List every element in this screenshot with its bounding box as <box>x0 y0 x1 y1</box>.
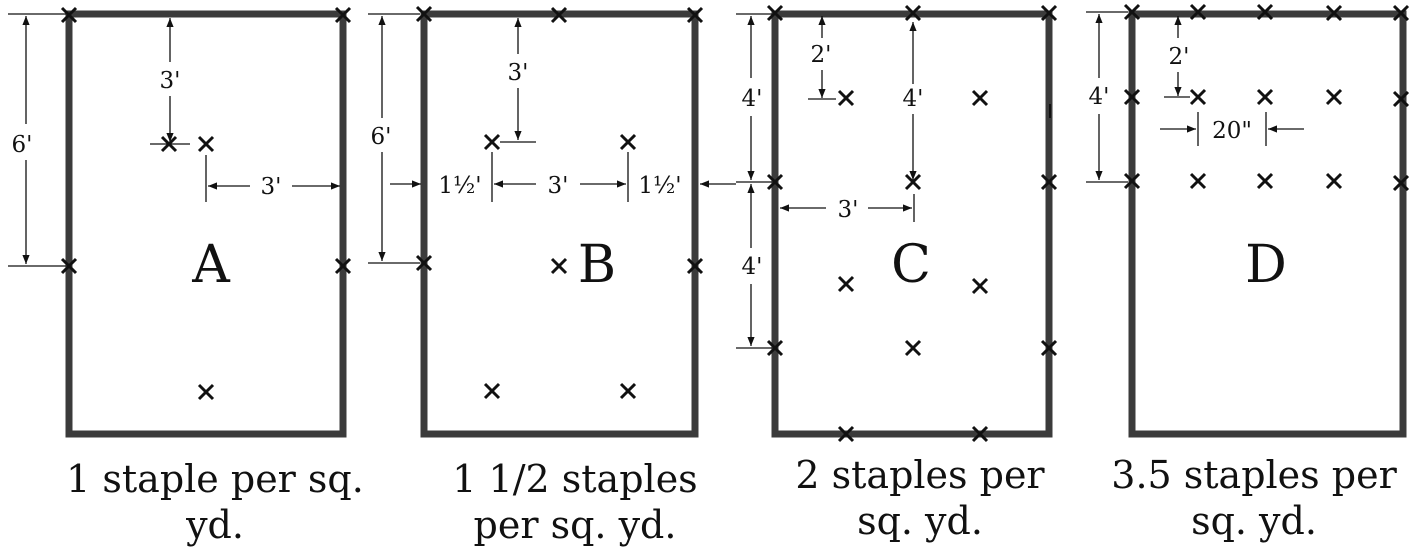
staple-mark <box>1123 172 1141 190</box>
panel-b-letter: B <box>578 235 616 295</box>
staple-mark <box>1392 90 1410 108</box>
staple-mark <box>1392 174 1410 192</box>
staple-mark <box>904 4 922 22</box>
dim-label: 3' <box>160 68 181 94</box>
staple-mark <box>1040 4 1058 22</box>
staple-mark <box>415 5 433 23</box>
caption-line: per sq. yd. <box>473 503 677 547</box>
staple-mark <box>1123 3 1141 21</box>
staple-mark <box>971 89 989 107</box>
panel-b-frame <box>420 10 699 438</box>
staple-mark <box>904 173 922 191</box>
staple-mark <box>766 339 784 357</box>
staple-mark <box>197 383 215 401</box>
staple-mark <box>1325 172 1343 190</box>
panel-c-dimensions: 4' 4' 2' 4' 3' <box>736 13 924 349</box>
dim-label: 4' <box>742 254 763 280</box>
caption-line: 2 staples per <box>795 453 1045 497</box>
dim-label: 6' <box>371 124 392 150</box>
dim-label: 4' <box>742 86 763 112</box>
staple-mark <box>1256 88 1274 106</box>
staple-mark <box>483 133 501 151</box>
panel-d-frame <box>1128 10 1407 438</box>
caption-line: sq. yd. <box>1191 499 1317 543</box>
staple-mark <box>766 173 784 191</box>
caption-line: yd. <box>186 503 244 547</box>
staple-mark <box>1325 88 1343 106</box>
staple-mark <box>197 135 215 153</box>
panel-c-staples <box>766 4 1058 443</box>
staple-mark <box>1189 88 1207 106</box>
staple-mark <box>334 257 352 275</box>
staple-mark <box>837 425 855 443</box>
staple-mark <box>837 89 855 107</box>
staple-mark <box>1040 173 1058 191</box>
staple-mark <box>686 257 704 275</box>
dim-label: 6' <box>12 132 33 158</box>
staple-mark <box>1325 4 1343 22</box>
caption-line: sq. yd. <box>857 499 983 543</box>
panel-a-staples <box>60 6 352 401</box>
panel-d-staples <box>1123 3 1410 192</box>
caption-line: 1 staple per sq. <box>66 457 364 501</box>
panel-a-letter: A <box>191 235 231 295</box>
panel-a-caption: 1 staple per sq. yd. <box>60 456 370 548</box>
staple-mark <box>334 6 352 24</box>
caption-line: 1 1/2 staples <box>452 457 698 501</box>
dim-label: 2' <box>811 42 832 68</box>
staple-mark <box>1123 88 1141 106</box>
dim-label: 3' <box>548 173 569 199</box>
staple-mark <box>904 339 922 357</box>
staple-mark <box>60 257 78 275</box>
staple-mark <box>837 275 855 293</box>
staple-mark <box>1040 339 1058 357</box>
staple-mark <box>971 277 989 295</box>
staple-mark <box>1189 172 1207 190</box>
staple-mark <box>415 254 433 272</box>
dim-label: 3' <box>508 60 529 86</box>
staple-mark <box>550 6 568 24</box>
staple-mark <box>971 425 989 443</box>
dim-label: 4' <box>1089 84 1110 110</box>
staple-mark <box>1189 3 1207 21</box>
staple-mark <box>619 133 637 151</box>
dim-label: 1½' <box>438 173 481 199</box>
panel-b-staples <box>415 5 704 400</box>
panel-c: 4' 4' 2' 4' 3' C <box>736 4 1058 443</box>
panel-a: 6' 3' 3' A <box>8 6 352 438</box>
panel-a-frame <box>65 10 347 438</box>
staple-mark <box>1256 3 1274 21</box>
dim-label: 1½' <box>638 173 681 199</box>
panel-a-dimensions: 6' 3' 3' <box>8 13 340 267</box>
staple-mark <box>483 382 501 400</box>
staple-mark <box>1392 4 1410 22</box>
panel-d-caption: 3.5 staples per sq. yd. <box>1098 452 1410 544</box>
dim-label: 3' <box>261 174 282 200</box>
dim-label: 20" <box>1212 118 1252 144</box>
panel-c-caption: 2 staples per sq. yd. <box>770 452 1070 544</box>
staple-mark <box>686 6 704 24</box>
panel-b: 6' 3' 1½' 3' 1½' B <box>368 5 736 438</box>
staple-mark <box>60 6 78 24</box>
dim-label: 3' <box>838 197 859 223</box>
staple-mark <box>619 382 637 400</box>
panel-c-frame <box>771 10 1053 438</box>
staple-mark <box>550 257 568 275</box>
dim-label: 2' <box>1169 44 1190 70</box>
caption-line: 3.5 staples per <box>1111 453 1397 497</box>
panel-d-dimensions: 4' 2' 20" <box>1086 11 1304 183</box>
panel-b-dimensions: 6' 3' 1½' 3' 1½' <box>368 13 736 264</box>
panel-d: 4' 2' 20" D <box>1086 3 1410 438</box>
panel-c-letter: C <box>891 235 931 295</box>
panel-b-caption: 1 1/2 staples per sq. yd. <box>425 456 725 548</box>
panel-d-letter: D <box>1245 235 1287 295</box>
staple-mark <box>1256 172 1274 190</box>
dim-label: 4' <box>903 86 924 112</box>
staple-mark <box>766 4 784 22</box>
